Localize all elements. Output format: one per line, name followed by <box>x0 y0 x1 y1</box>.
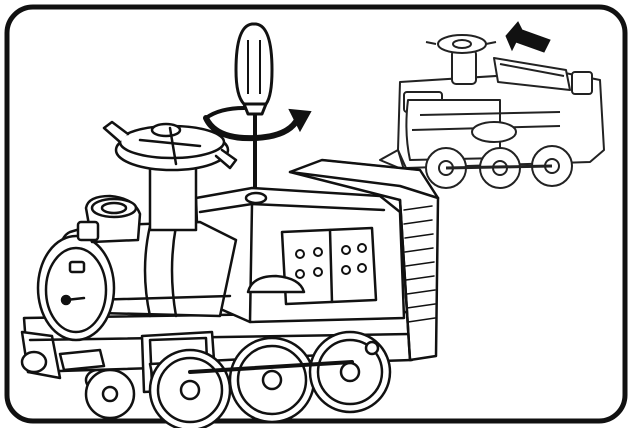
small-train-engine-inset <box>379 34 605 189</box>
direction-arrow-icon <box>505 21 551 53</box>
main-train-engine <box>20 120 440 428</box>
screwdriver-icon <box>234 22 274 202</box>
rotate-arrow-icon <box>203 106 312 142</box>
